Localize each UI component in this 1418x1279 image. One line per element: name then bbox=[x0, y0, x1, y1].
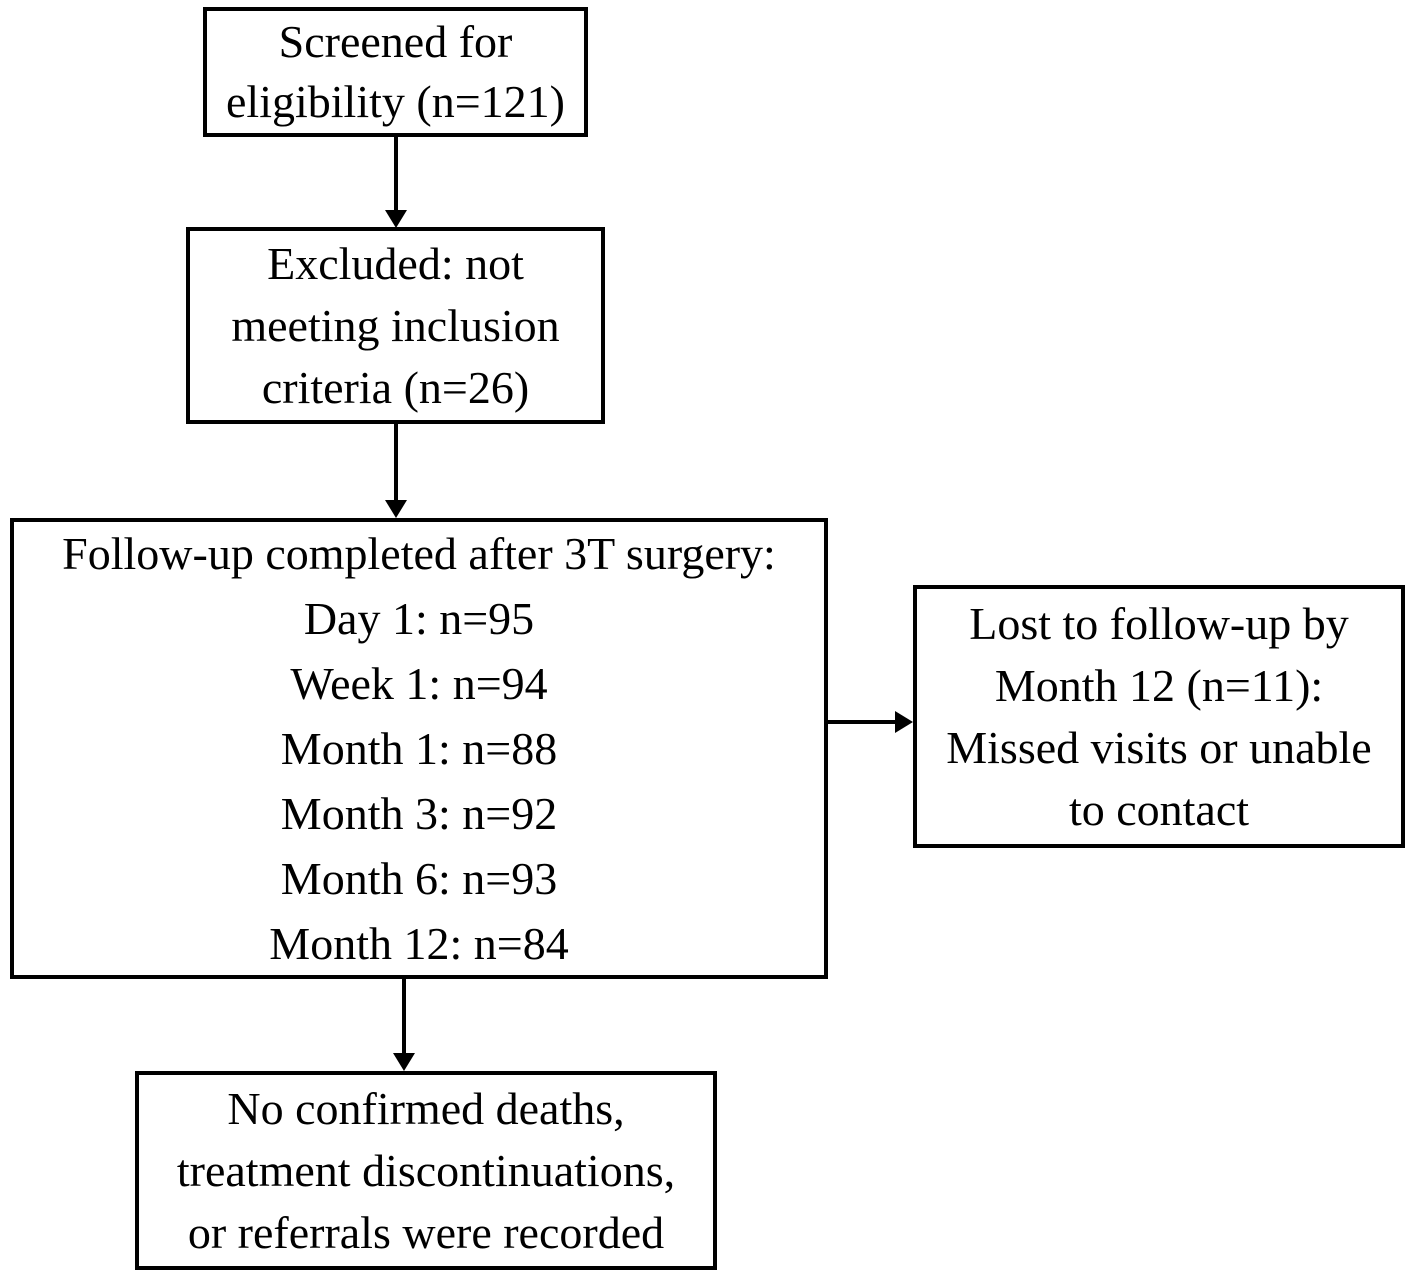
text-line: Month 1: n=88 bbox=[280, 723, 558, 774]
text-line: Follow-up completed after 3T surgery: bbox=[62, 528, 776, 579]
text-line: Screened for bbox=[278, 16, 513, 67]
text-line: meeting inclusion bbox=[231, 299, 560, 351]
box-no-confirmed-deaths: No confirmed deaths, treatment discontinu… bbox=[135, 1071, 717, 1270]
text-line: treatment discontinuations, bbox=[176, 1144, 676, 1196]
arrow-right-icon bbox=[895, 711, 913, 733]
arrow-followup-to-lost-stem bbox=[826, 720, 896, 724]
text-line: to contact bbox=[1068, 783, 1250, 835]
text-line: Month 12 (n=11): bbox=[994, 659, 1324, 711]
box-lost-to-followup: Lost to follow-up by Month 12 (n=11): Miss… bbox=[913, 585, 1405, 848]
box-followup-completed: Follow-up completed after 3T surgery: Day… bbox=[10, 518, 828, 979]
arrow-excluded-to-followup-stem bbox=[394, 423, 398, 502]
text-line: Excluded: not bbox=[267, 237, 524, 289]
arrow-screened-to-excluded-stem bbox=[394, 136, 398, 212]
box-screened-for-eligibility: Screened for eligibility (n=121) bbox=[203, 7, 588, 137]
text-line: Lost to follow-up by bbox=[969, 597, 1349, 649]
arrow-followup-to-outcome-stem bbox=[402, 978, 406, 1055]
text-line: Missed visits or unable bbox=[946, 721, 1372, 773]
text-line: No confirmed deaths, bbox=[227, 1082, 625, 1134]
text-line: Month 6: n=93 bbox=[280, 853, 558, 904]
arrow-down-icon bbox=[385, 210, 407, 228]
text-line: Day 1: n=95 bbox=[303, 593, 535, 644]
text-line: eligibility (n=121) bbox=[226, 76, 565, 127]
text-line: Month 12: n=84 bbox=[269, 918, 569, 969]
box-excluded-not-meeting-criteria: Excluded: not meeting inclusion criteria (… bbox=[186, 227, 605, 424]
text-line: or referrals were recorded bbox=[187, 1206, 665, 1258]
text-line: criteria (n=26) bbox=[261, 361, 530, 413]
arrow-down-icon bbox=[393, 1053, 415, 1071]
arrow-down-icon bbox=[385, 500, 407, 518]
text-line: Month 3: n=92 bbox=[280, 788, 558, 839]
text-line: Week 1: n=94 bbox=[290, 658, 548, 709]
